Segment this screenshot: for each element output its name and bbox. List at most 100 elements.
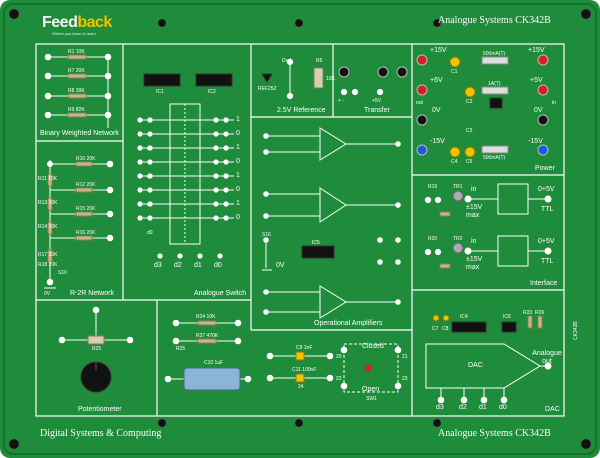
ic1 xyxy=(143,73,181,87)
brand-name-part1: Feed xyxy=(42,14,78,31)
reference-title: 2.5V Reference xyxy=(277,107,326,114)
switch-row-pin[interactable] xyxy=(137,173,143,179)
switch-row-pin[interactable] xyxy=(223,117,229,123)
cap-switch-label: C11 100nF xyxy=(292,367,317,373)
opamp-pin[interactable] xyxy=(395,202,401,208)
opamp-pin[interactable] xyxy=(377,259,383,265)
switch-sw1 xyxy=(343,343,399,393)
transfer-title: Transfer xyxy=(364,107,390,114)
power-out-15v xyxy=(416,54,428,66)
opamp-pin[interactable] xyxy=(263,309,269,315)
regulator xyxy=(489,97,503,109)
interface-in-label: in xyxy=(471,238,477,245)
switch-row-pin[interactable] xyxy=(137,117,143,123)
switch-input-pin[interactable] xyxy=(197,253,203,259)
power-in-side-label: in xyxy=(552,100,556,106)
switch-row-pin[interactable] xyxy=(223,187,229,193)
switch-row-pin[interactable] xyxy=(147,173,153,179)
switch-row-pin[interactable] xyxy=(213,201,219,207)
opamp-pin[interactable] xyxy=(263,213,269,219)
switch-row-pin[interactable] xyxy=(223,159,229,165)
switch-row-pin[interactable] xyxy=(147,131,153,137)
switch-input-pin[interactable] xyxy=(217,253,223,259)
power-rail-label: 0V xyxy=(432,107,441,114)
passive-part-label: R24 10K xyxy=(196,314,216,320)
opamp-1 xyxy=(319,127,347,161)
opamp-pin[interactable] xyxy=(263,191,269,197)
switch-input-pin[interactable] xyxy=(157,253,163,259)
interface-part-label: R20 xyxy=(428,236,438,242)
screw-top-right xyxy=(580,8,592,20)
switch-row-pin[interactable] xyxy=(137,187,143,193)
switch-row-pin[interactable] xyxy=(213,131,219,137)
switch-channel-label: d2 xyxy=(147,174,153,180)
reference-label: Drel xyxy=(282,58,292,64)
dac-input-label: d1 xyxy=(479,404,487,411)
switch-row-pin[interactable] xyxy=(213,173,219,179)
switch-row-pin[interactable] xyxy=(147,201,153,207)
dac-part-label: R26 xyxy=(535,310,545,316)
transfer-label: + - xyxy=(338,98,344,104)
switch-row-pin[interactable] xyxy=(223,215,229,221)
op-amps-title: Operational Amplifiers xyxy=(314,320,383,327)
opamp-pin[interactable] xyxy=(263,149,269,155)
switch-row-pin[interactable] xyxy=(147,145,153,151)
r2r-network xyxy=(44,160,114,289)
cap-switch-label: C9 1nF xyxy=(296,345,313,351)
switch-row-pin[interactable] xyxy=(147,215,153,221)
switch-input-pin[interactable] xyxy=(177,253,183,259)
switch-row-pin[interactable] xyxy=(147,159,153,165)
switch-channel-label: d3 xyxy=(147,146,153,152)
sw1-pin-label: 20 xyxy=(336,354,342,360)
ic5 xyxy=(301,245,335,259)
switch-bit-label: 0 xyxy=(236,186,240,193)
interface-ttl-label: TTL xyxy=(541,258,554,265)
fuse-label: 500mA(T) xyxy=(483,51,506,57)
screw-bottom-right xyxy=(580,438,592,450)
opamp-pin[interactable] xyxy=(263,289,269,295)
switch-row-pin[interactable] xyxy=(137,145,143,151)
opamp-pin[interactable] xyxy=(395,237,401,243)
cap-c4 xyxy=(449,146,461,158)
passive-part-label: R27 470K xyxy=(196,333,219,339)
switch-row-pin[interactable] xyxy=(213,187,219,193)
ic2-label: IC2 xyxy=(208,89,216,95)
switch-row-pin[interactable] xyxy=(223,145,229,151)
interface-part-label: TR2 xyxy=(453,236,463,242)
switch-bit-label: 0 xyxy=(236,214,240,221)
transistor-tr2 xyxy=(452,242,464,254)
dac-title: DAC xyxy=(545,406,560,413)
ic1-label: IC1 xyxy=(156,89,164,95)
switch-row-pin[interactable] xyxy=(147,117,153,123)
dac xyxy=(425,314,552,404)
op-amps xyxy=(262,127,398,319)
dac-ic-label: IC6 xyxy=(503,314,511,320)
power-in-5v xyxy=(537,84,549,96)
switch-row-pin[interactable] xyxy=(213,159,219,165)
switch-row-pin[interactable] xyxy=(223,131,229,137)
r2r-resistor-label: R10 20K xyxy=(76,156,96,162)
switch-row-pin[interactable] xyxy=(137,131,143,137)
opamp-pin[interactable] xyxy=(377,237,383,243)
opamp-pin[interactable] xyxy=(395,259,401,265)
binary-weighted-resistors xyxy=(44,53,112,128)
potentiometer-title: Potentiometer xyxy=(78,406,122,413)
opamp-pin[interactable] xyxy=(395,141,401,147)
switch-row-pin[interactable] xyxy=(213,145,219,151)
switch-row-pin[interactable] xyxy=(213,215,219,221)
switch-row-pin[interactable] xyxy=(137,201,143,207)
screw-top-left xyxy=(8,8,20,20)
screw-bottom-left xyxy=(8,438,20,450)
switch-row-pin[interactable] xyxy=(137,159,143,165)
opamp-pin[interactable] xyxy=(263,133,269,139)
switch-row-pin[interactable] xyxy=(137,215,143,221)
opamp-pin[interactable] xyxy=(263,237,269,243)
opamp-pin[interactable] xyxy=(395,299,401,305)
switch-row-pin[interactable] xyxy=(223,173,229,179)
r2r-resistor-label: R14 10K xyxy=(38,224,58,230)
switch-row-pin[interactable] xyxy=(213,117,219,123)
switch-bit-label: 1 xyxy=(236,144,240,151)
switch-row-pin[interactable] xyxy=(147,187,153,193)
switch-row-pin[interactable] xyxy=(223,201,229,207)
analogue-switch-title: Analogue Switch xyxy=(194,290,247,297)
